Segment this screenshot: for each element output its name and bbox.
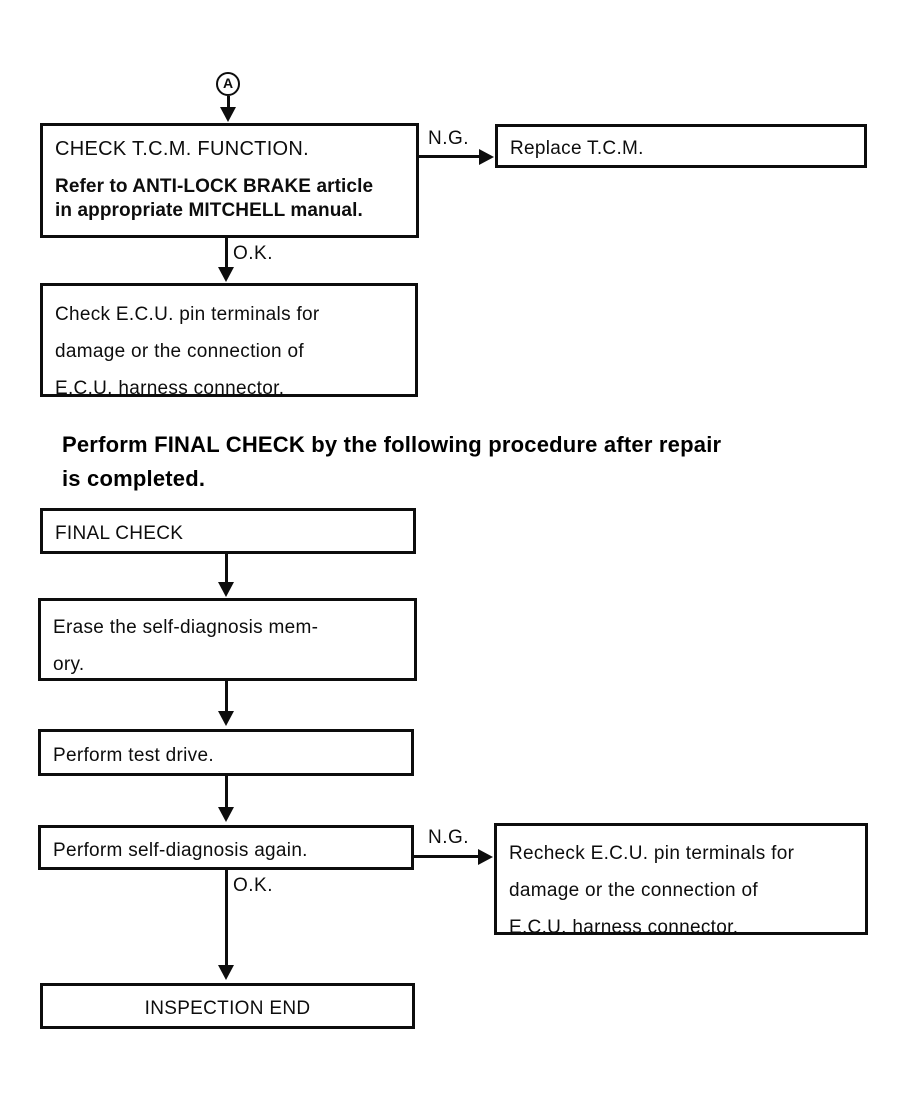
step-text-line-3: E.C.U. harness connector. <box>509 917 739 939</box>
step-final-check: FINAL CHECK <box>40 508 416 554</box>
arrow-right-icon <box>478 849 493 865</box>
step-text-line-1: Check E.C.U. pin terminals for <box>55 304 320 325</box>
step-title: CHECK T.C.M. FUNCTION. <box>55 138 310 160</box>
step-text: Perform self-diagnosis again. <box>53 840 308 861</box>
step-text-line-1: Erase the self-diagnosis mem- <box>53 617 319 638</box>
step-inspection-end: INSPECTION END <box>40 983 415 1029</box>
step-replace-tcm: Replace T.C.M. <box>495 124 867 168</box>
branch-label-ok: O.K. <box>233 875 274 896</box>
step-detail-line-2: in appropriate MITCHELL manual. <box>55 199 363 221</box>
branch-label-ok: O.K. <box>233 243 274 264</box>
step-check-ecu-terminals: Check E.C.U. pin terminals for damage or… <box>40 283 418 399</box>
step-text: Replace T.C.M. <box>510 138 644 159</box>
step-test-drive: Perform test drive. <box>38 729 414 776</box>
step-self-diagnosis-again: Perform self-diagnosis again. <box>38 825 414 870</box>
step-text-line-2: ory. <box>53 654 85 676</box>
step-text-line-2: damage or the connection of <box>509 880 758 902</box>
arrow-down-icon <box>220 107 236 122</box>
connector-line <box>225 776 228 810</box>
note-line-1: Perform FINAL CHECK by the following pro… <box>62 432 722 457</box>
arrow-down-icon <box>218 965 234 980</box>
connector-line <box>227 96 230 109</box>
connector-a-symbol: A <box>216 72 240 96</box>
step-text-line-3: E.C.U. harness connector. <box>55 378 285 400</box>
branch-label-ng: N.G. <box>428 128 470 149</box>
step-text: Perform test drive. <box>53 745 214 766</box>
final-check-note: Perform FINAL CHECK by the following pro… <box>62 428 892 496</box>
step-text: INSPECTION END <box>144 998 311 1019</box>
arrow-down-icon <box>218 807 234 822</box>
note-line-2: is completed. <box>62 466 206 492</box>
branch-label-ng: N.G. <box>428 827 470 848</box>
step-detail-line-1: Refer to ANTI-LOCK BRAKE article <box>55 176 374 197</box>
arrow-down-icon <box>218 711 234 726</box>
connector-line <box>225 681 228 714</box>
step-text: FINAL CHECK <box>55 523 184 544</box>
ng-connector-line <box>419 155 481 158</box>
step-check-tcm-function: CHECK T.C.M. FUNCTION. Refer to ANTI-LOC… <box>40 123 419 238</box>
step-text-line-1: Recheck E.C.U. pin terminals for <box>509 843 795 864</box>
step-recheck-ecu-terminals: Recheck E.C.U. pin terminals for damage … <box>494 823 868 938</box>
step-erase-memory: Erase the self-diagnosis mem- ory. <box>38 598 417 681</box>
ng-connector-line <box>414 855 480 858</box>
arrow-right-icon <box>479 149 494 165</box>
connector-line <box>225 554 228 585</box>
ok-connector-line <box>225 870 228 968</box>
arrow-down-icon <box>218 267 234 282</box>
ok-connector-line <box>225 238 228 270</box>
connector-a-label: A <box>222 75 234 91</box>
step-text-line-2: damage or the connection of <box>55 341 304 363</box>
arrow-down-icon <box>218 582 234 597</box>
